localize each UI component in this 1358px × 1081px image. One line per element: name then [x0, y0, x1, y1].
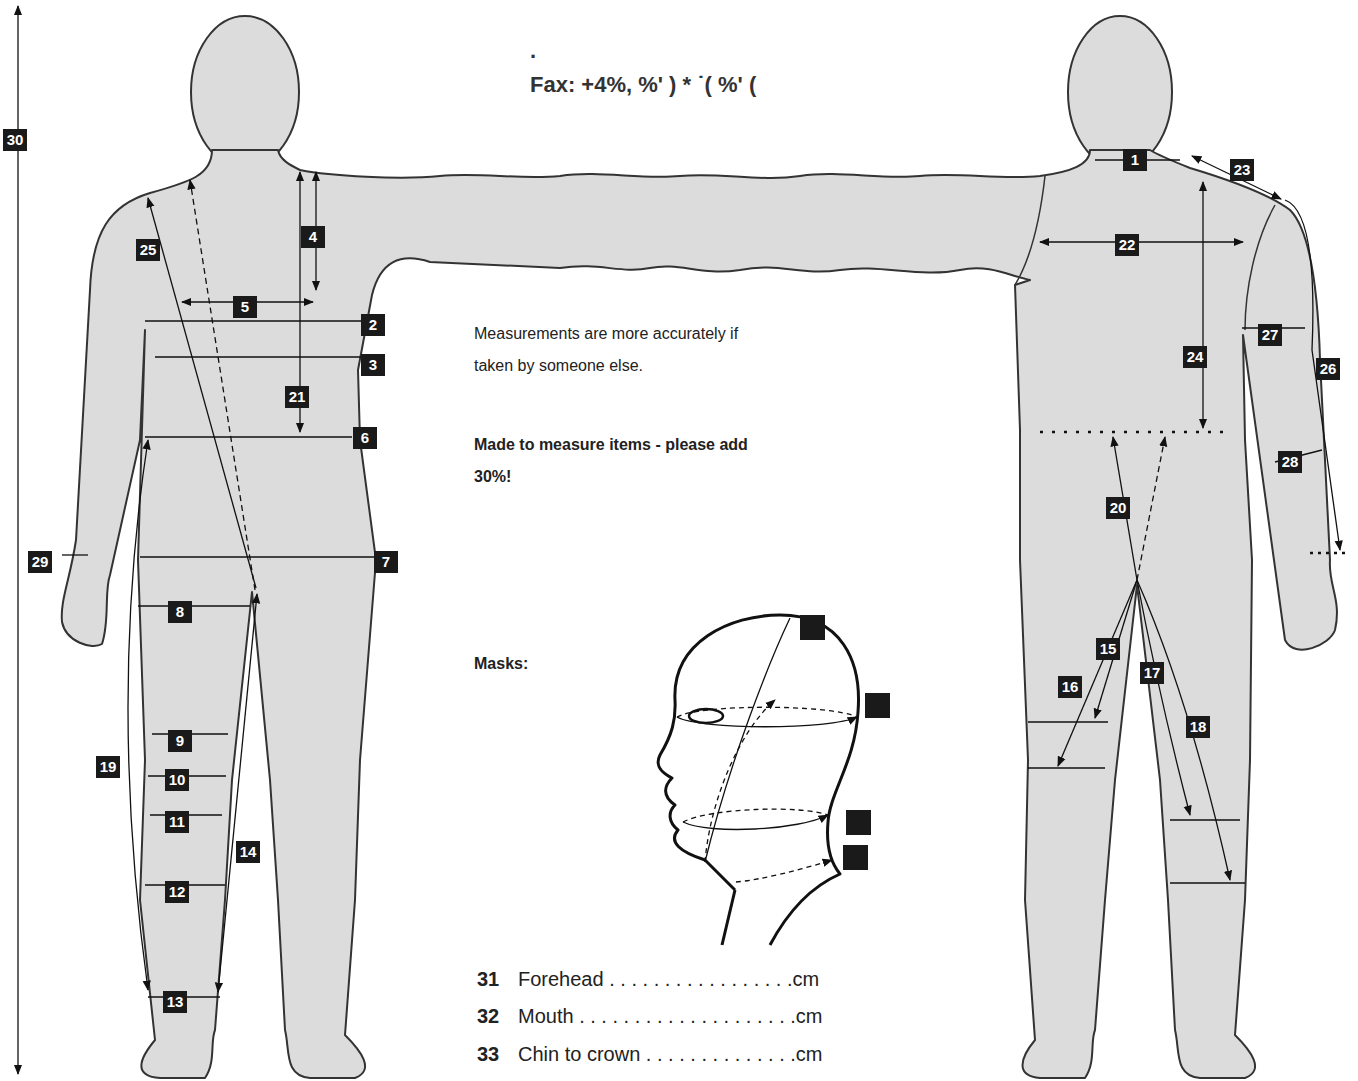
note-text: Measurements are more accurately if take… [474, 318, 774, 382]
callout-number: 10 [165, 769, 189, 791]
callout-number: 28 [1278, 451, 1302, 473]
callout-number: 4 [301, 226, 325, 248]
measure-field: Mouth . . . . . . . . . . . . . . . . . … [518, 1005, 823, 1028]
callout-number: 19 [96, 756, 120, 778]
section-heading: Masks: [474, 648, 774, 680]
callout-number: 22 [1115, 234, 1139, 256]
note-text: Made to measure items - please add 30%! [474, 429, 774, 493]
callout-number: 17 [1140, 662, 1164, 684]
callout-number: 2 [361, 314, 385, 336]
callout-number: 7 [374, 551, 398, 573]
callout-number: 18 [1186, 716, 1210, 738]
callout-number: 20 [1106, 497, 1130, 519]
callout-number: 14 [236, 841, 260, 863]
callout-number: 23 [1230, 159, 1254, 181]
callout-number: 27 [1258, 324, 1282, 346]
item-number: 31 [477, 968, 499, 991]
fax-number: Fax: +4%, %' ) * ˙( %' ( [530, 72, 756, 98]
callout-number: 12 [165, 881, 189, 903]
dot-mark: . [530, 38, 536, 64]
callout-number: 30 [3, 129, 27, 151]
callout-number: 8 [168, 601, 192, 623]
measure-field: Chin to crown . . . . . . . . . . . . . … [518, 1043, 823, 1066]
callout-number: 6 [353, 427, 377, 449]
measure-field: Forehead . . . . . . . . . . . . . . . .… [518, 968, 819, 991]
item-number: 33 [477, 1043, 499, 1066]
callout-number: 5 [233, 296, 257, 318]
callout-number: 21 [285, 386, 309, 408]
callout-number: 3 [361, 354, 385, 376]
callout-number: 13 [163, 991, 187, 1013]
callout-number: 15 [1096, 638, 1120, 660]
callout-number: 29 [28, 551, 52, 573]
callout-number: 24 [1183, 346, 1207, 368]
callout-number: 11 [165, 811, 189, 833]
item-number: 32 [477, 1005, 499, 1028]
callout-number: 9 [168, 730, 192, 752]
callout-number: 1 [1123, 149, 1147, 171]
callout-number: 16 [1058, 676, 1082, 698]
callout-number: 26 [1316, 358, 1340, 380]
callout-number: 25 [136, 239, 160, 261]
